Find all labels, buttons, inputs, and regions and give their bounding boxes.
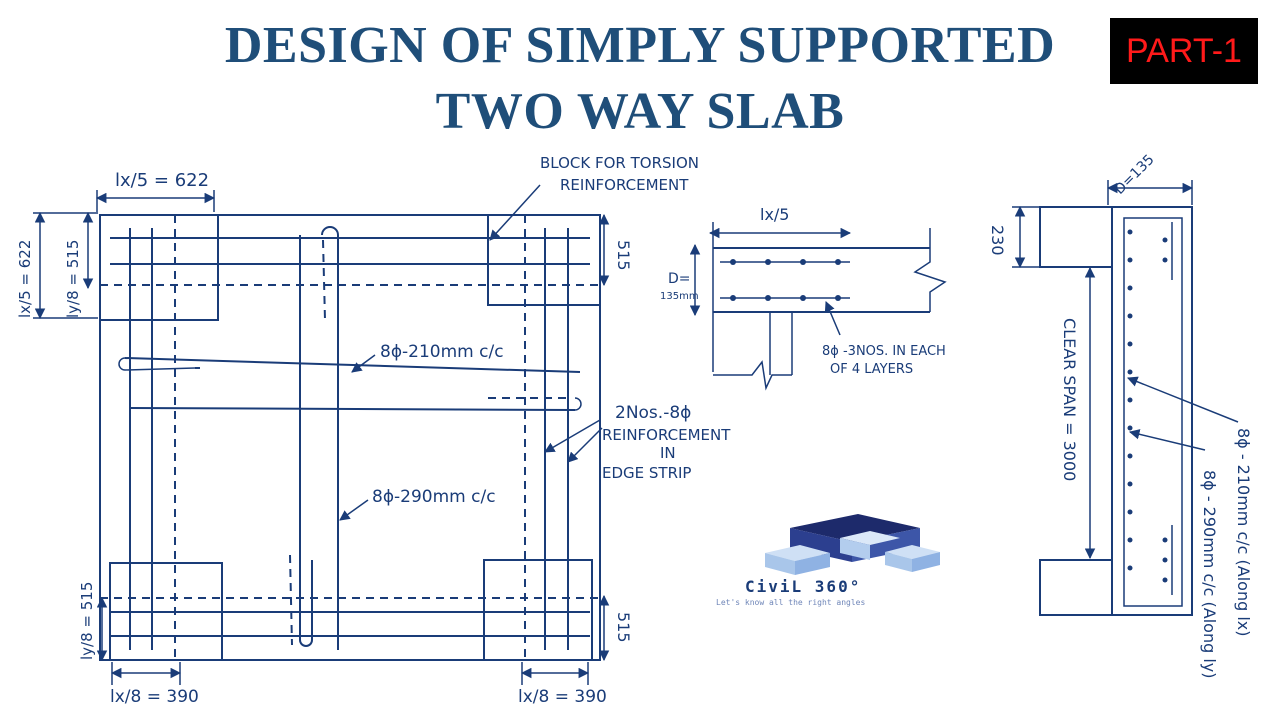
dim-lx8-right: lx/8 = 390: [518, 687, 607, 707]
detail-bar-note-line2: OF 4 LAYERS: [830, 362, 913, 377]
rebar-dot: [1162, 237, 1168, 243]
support-top: [1039, 206, 1113, 268]
section-clear-span: CLEAR SPAN = 3000: [1060, 318, 1079, 481]
dim-ly8-bottom: ly/8 = 515: [78, 582, 96, 660]
rebar-dot: [1162, 557, 1168, 563]
torsion-note-line1: BLOCK FOR TORSION: [540, 154, 699, 172]
rebar-dot: [1127, 481, 1133, 487]
rebar-dot: [1127, 257, 1133, 263]
page-title-line2: TWO WAY SLAB: [435, 83, 845, 140]
plan-dimensions: [33, 190, 610, 685]
page-title-line1: DESIGN OF SIMPLY SUPPORTED: [224, 17, 1056, 74]
detail-bars: [730, 259, 841, 301]
torsion-block-tl: [99, 214, 219, 321]
section-bars: [1127, 229, 1168, 583]
rebar-dot: [835, 259, 841, 265]
dim-515-right-bottom: 515: [614, 612, 633, 643]
rebar-dot: [835, 295, 841, 301]
slab-outline: [99, 214, 601, 661]
slab-section: [1012, 180, 1239, 616]
rebar-dot: [1127, 425, 1133, 431]
bar-label-290: 8ϕ-290mm c/c: [372, 487, 496, 507]
house-blocks-logo-icon: [765, 514, 940, 575]
detail-depth-label: D=: [668, 271, 691, 287]
torsion-note-line2: REINFORCEMENT: [560, 176, 689, 194]
dim-lx5-top: lx/5 = 622: [115, 170, 209, 191]
rebar-dot: [800, 259, 806, 265]
section-support-height: 230: [988, 225, 1007, 256]
slab-plan: [99, 214, 601, 661]
detail-depth-value: 135mm: [660, 291, 699, 302]
detail-bar-note-line1: 8ϕ -3NOS. IN EACH: [822, 344, 946, 359]
logo-tagline: Let's know all the right angles: [716, 598, 865, 607]
rebar-dot: [765, 295, 771, 301]
dim-lx5-left: lx/5 = 622: [16, 240, 34, 318]
rebar-dot: [1127, 369, 1133, 375]
edge-note-line3: IN: [660, 444, 676, 462]
dim-ly8-top: ly/8 = 515: [64, 240, 82, 318]
section-bar-lx: 8ϕ - 210mm c/c (Along lx): [1234, 428, 1253, 637]
rebar-dot: [1127, 229, 1133, 235]
edge-note-line2: REINFORCEMENT: [602, 426, 731, 444]
logo-name: CiviL 360°: [745, 577, 861, 596]
support-bottom: [1039, 559, 1113, 616]
rebar-cage: [1123, 217, 1183, 607]
rebar-dot: [765, 259, 771, 265]
torsion-block-br: [483, 559, 593, 661]
dim-515-right-top: 515: [614, 240, 633, 271]
rebar-dot: [730, 259, 736, 265]
part-badge: PART-1: [1110, 18, 1258, 84]
bar-label-210: 8ϕ-210mm c/c: [380, 342, 504, 362]
rebar-dot: [1127, 509, 1133, 515]
rebar-dot: [800, 295, 806, 301]
rebar-dot: [730, 295, 736, 301]
rebar-dot: [1127, 565, 1133, 571]
torsion-detail: [689, 222, 947, 391]
rebar-dot: [1127, 537, 1133, 543]
section-dim-D: D=135: [1112, 152, 1158, 198]
rebar-dot: [1127, 397, 1133, 403]
rebar-dot: [1162, 577, 1168, 583]
rebar-dot: [1162, 257, 1168, 263]
slab-section-outline: [1111, 206, 1193, 616]
rebar-dot: [1127, 285, 1133, 291]
detail-dim-lx5: lx/5: [760, 205, 789, 224]
rebar-dot: [1127, 453, 1133, 459]
rebar-dot: [1127, 341, 1133, 347]
section-bar-ly: 8ϕ - 290mm c/c (Along ly): [1200, 470, 1219, 679]
rebar-dot: [1162, 537, 1168, 543]
edge-note-line4: EDGE STRIP: [602, 464, 691, 482]
dim-lx8-left: lx/8 = 390: [110, 687, 199, 707]
edge-note-line1: 2Nos.-8ϕ: [615, 403, 691, 423]
rebar-dot: [1127, 313, 1133, 319]
